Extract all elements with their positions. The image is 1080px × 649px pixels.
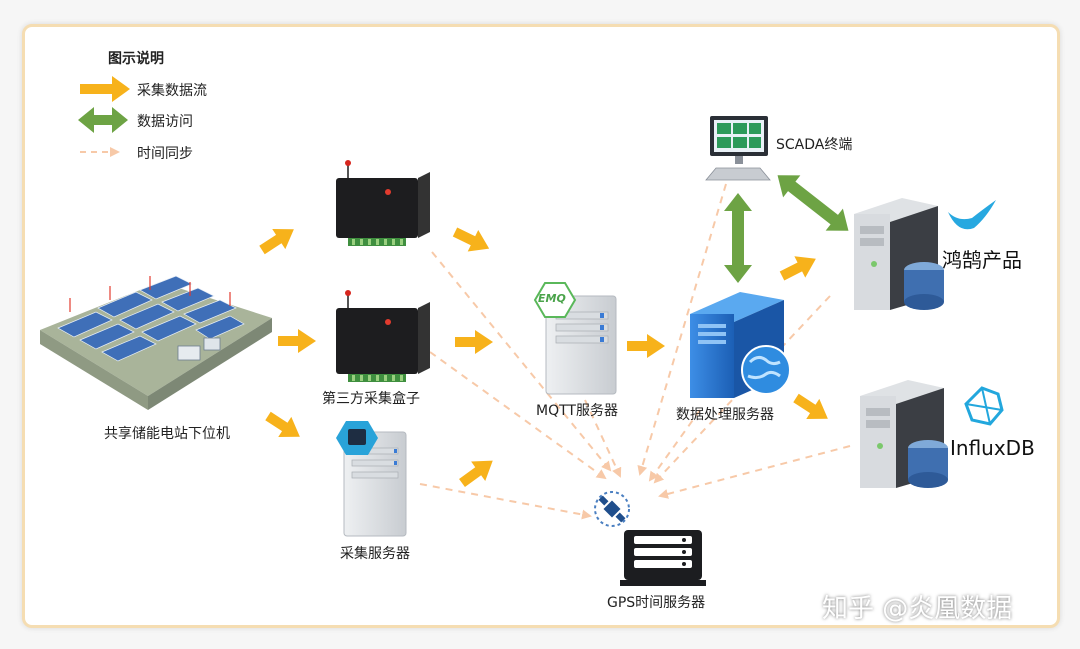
legend-label-data-flow: 采集数据流 — [137, 83, 207, 99]
legend-green-arrow — [78, 107, 128, 133]
emq-badge-label: EMQ — [538, 292, 566, 305]
solar-farm-image — [40, 275, 272, 410]
gps-server-label: GPS时间服务器 — [607, 595, 706, 611]
data-processing-label: 数据处理服务器 — [676, 407, 774, 423]
power-station-label: 共享储能电站下位机 — [104, 426, 230, 442]
data-flow-arrows — [259, 227, 828, 488]
satellite-icon — [594, 491, 630, 527]
legend-title: 图示说明 — [108, 51, 164, 67]
bird-logo-icon — [948, 200, 996, 230]
honghu-server-image — [854, 198, 944, 310]
mqtt-server-label: MQTT服务器 — [536, 403, 618, 419]
data-access-arrows — [724, 175, 849, 283]
collection-server-image — [336, 421, 407, 537]
collection-server-label: 采集服务器 — [340, 546, 410, 562]
honghu-label: 鸿鹄产品 — [942, 248, 1022, 272]
collection-box-1-image — [336, 160, 430, 246]
time-sync-lines — [419, 183, 851, 520]
third-party-box-label: 第三方采集盒子 — [322, 391, 420, 407]
scada-terminal-image — [705, 116, 771, 181]
influxdb-logo-icon — [964, 386, 1004, 426]
watermark: 知乎 @炎凰数据 — [822, 594, 1013, 624]
legend-label-time-sync: 时间同步 — [137, 146, 193, 162]
scada-label: SCADA终端 — [776, 137, 853, 153]
data-processing-server-image — [690, 292, 791, 398]
influxdb-server-image — [860, 380, 948, 488]
influxdb-label: InfluxDB — [950, 436, 1035, 460]
legend-yellow-arrow — [80, 76, 130, 102]
legend-label-data-access: 数据访问 — [137, 114, 193, 130]
collection-box-2-image — [336, 290, 430, 382]
gps-server-image — [620, 530, 706, 586]
mqtt-server-image — [533, 282, 617, 395]
